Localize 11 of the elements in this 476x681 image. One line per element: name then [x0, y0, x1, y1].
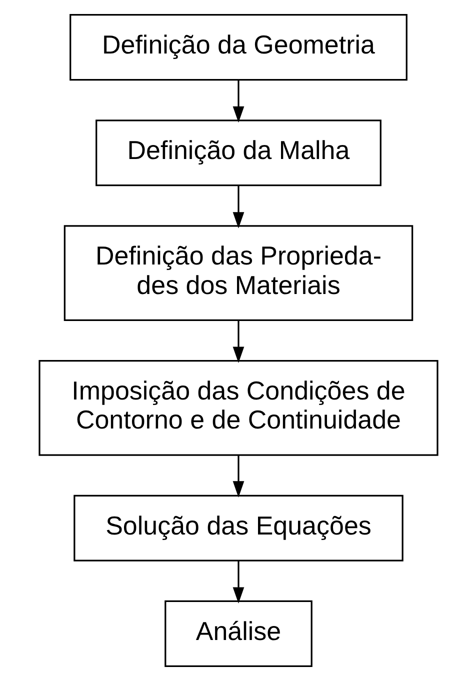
- arrow: [232, 80, 244, 123]
- node-box: Definição da Geometria: [69, 14, 407, 81]
- arrow: [232, 455, 244, 498]
- arrow: [232, 561, 244, 604]
- node-box: Solução das Equações: [73, 494, 403, 562]
- node-box: Imposição das Condições de Contorno e de Continuidade: [38, 360, 438, 456]
- arrow: [232, 320, 244, 363]
- arrow: [232, 186, 244, 228]
- node-box: Análise: [164, 600, 312, 668]
- node-box: Definição da Malha: [95, 120, 381, 186]
- node-box: Definição das Proprieda- des dos Materiais: [63, 225, 413, 321]
